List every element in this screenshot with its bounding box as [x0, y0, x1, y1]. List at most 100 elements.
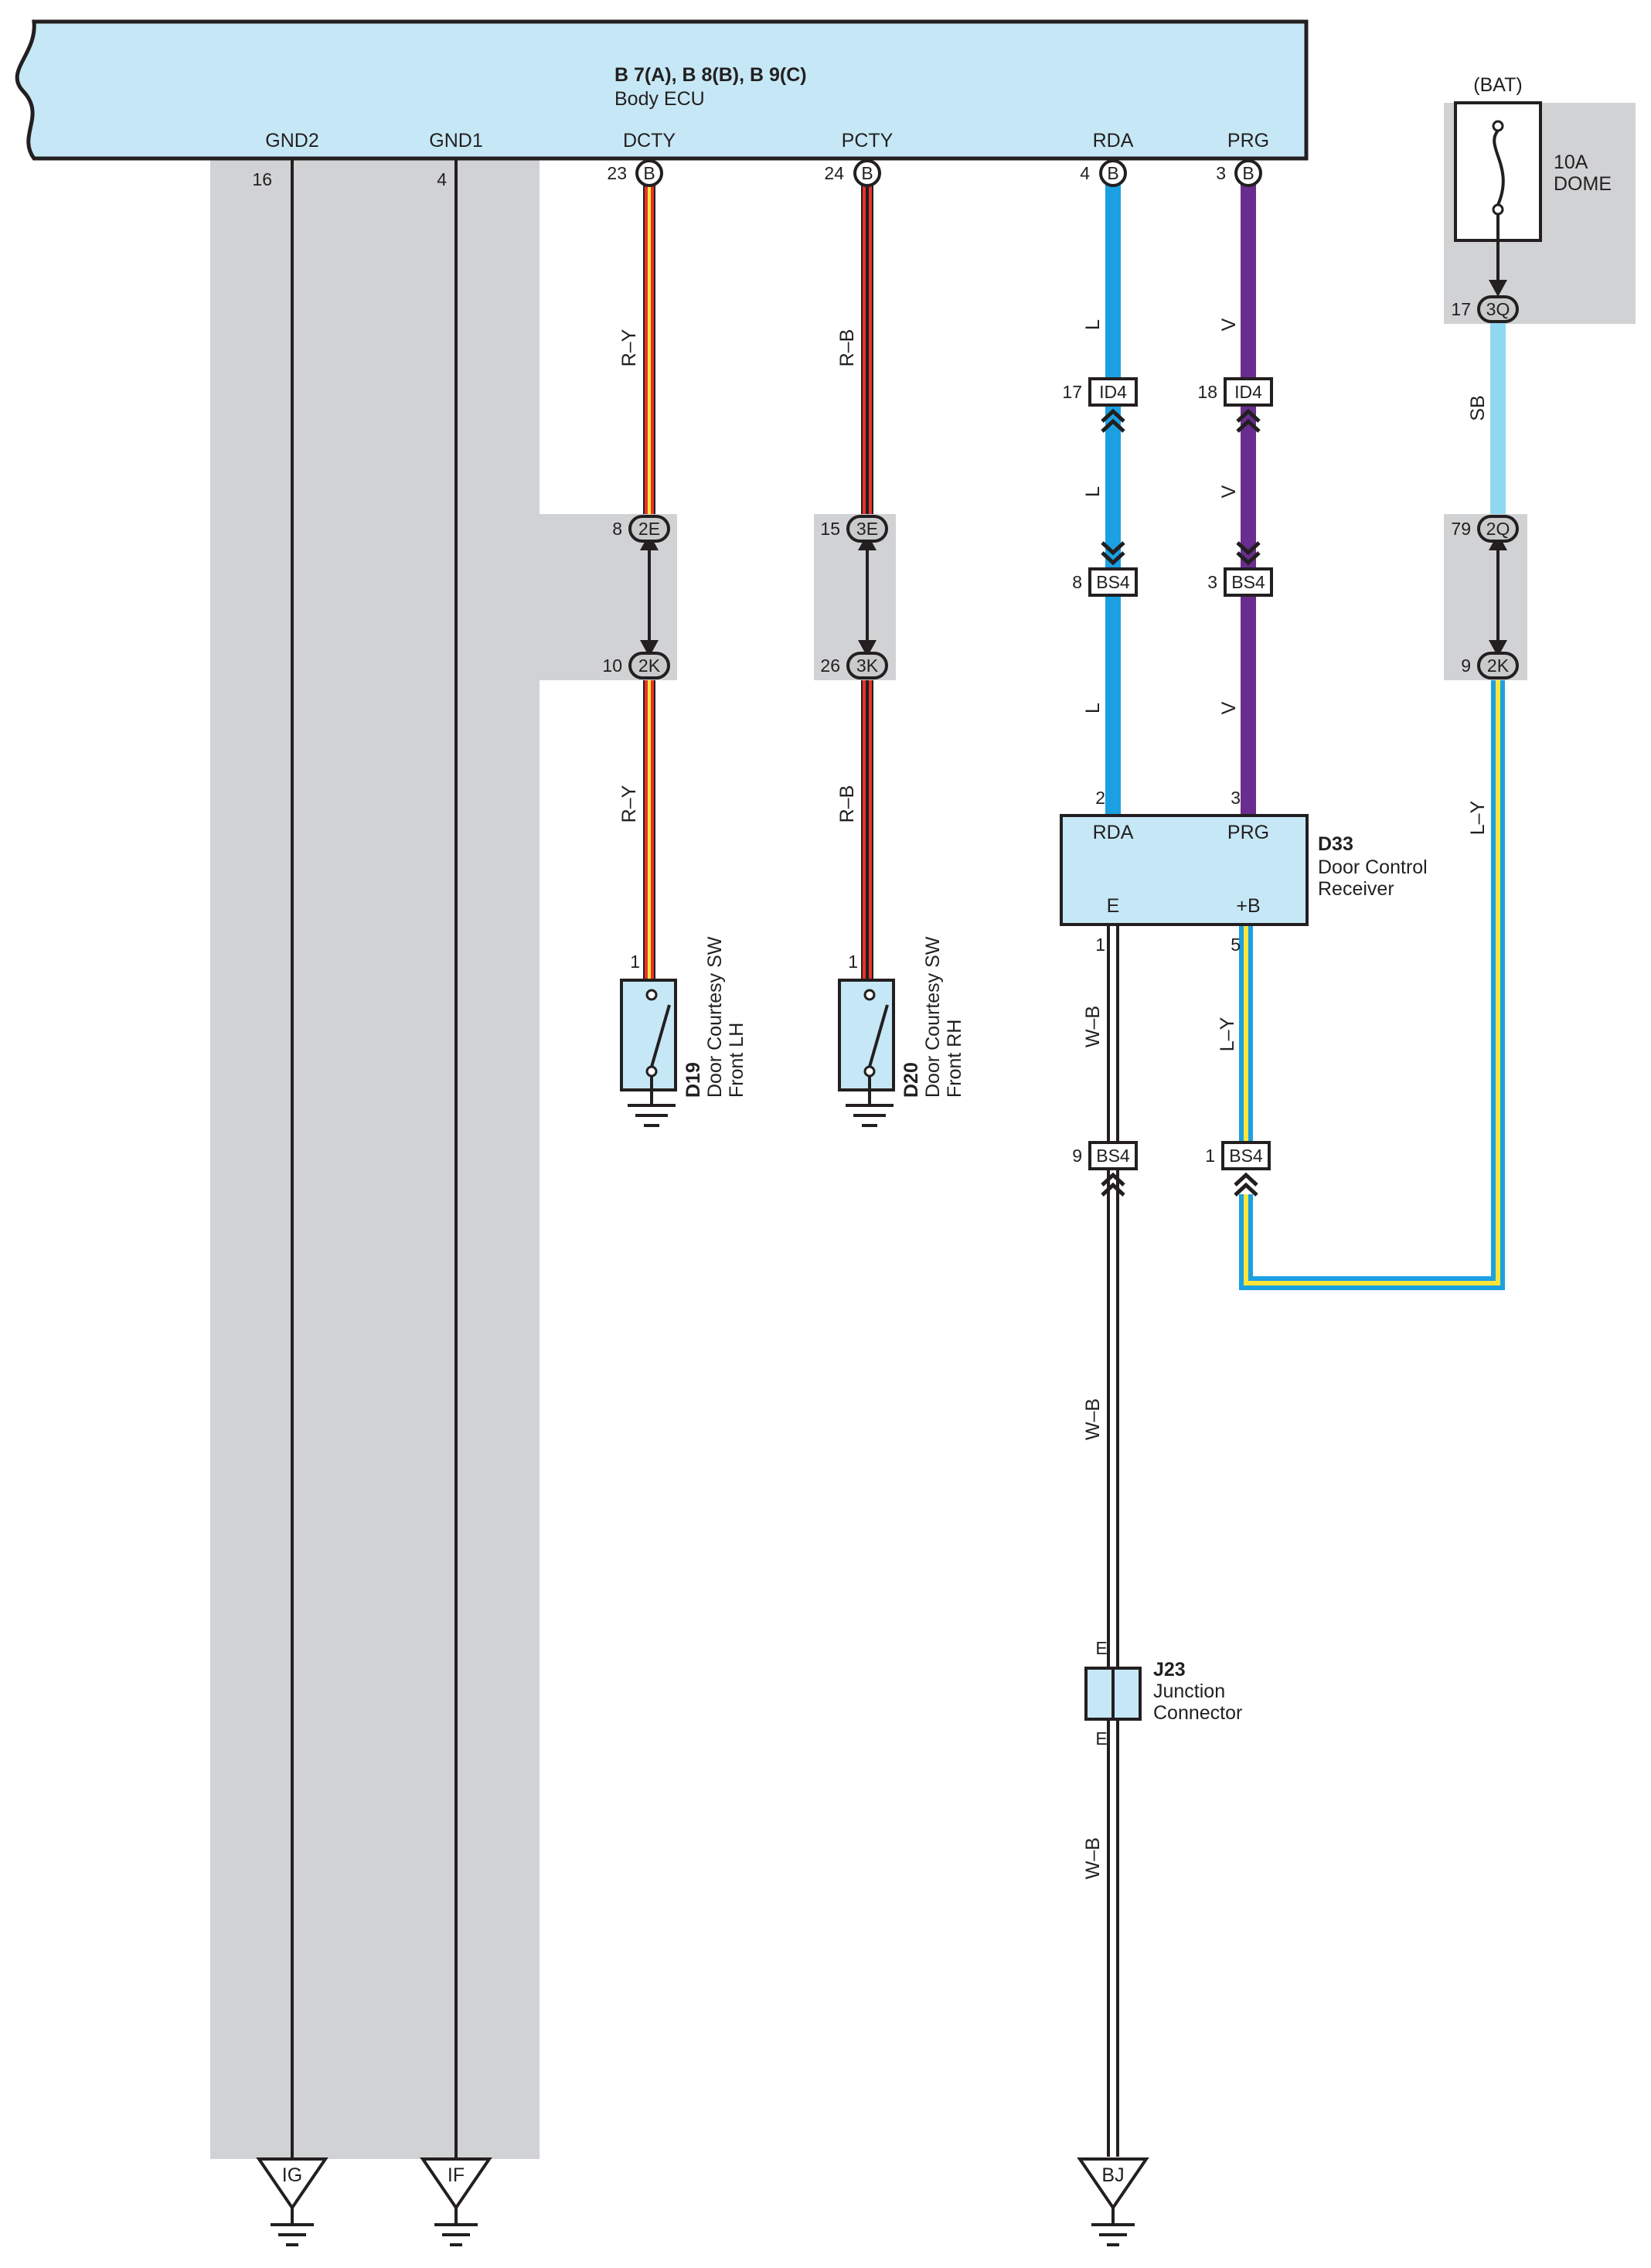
- terminal-pcty: PCTY: [842, 130, 894, 152]
- ground-bj: BJ: [1077, 2157, 1149, 2246]
- pin-gnd2: 16: [252, 169, 272, 189]
- ground-icon: [420, 2157, 492, 2211]
- ground-icon: [256, 2157, 328, 2211]
- svg-text:L: L: [1082, 486, 1104, 497]
- svg-text:BS4: BS4: [1096, 1146, 1130, 1166]
- svg-text:B: B: [643, 163, 655, 183]
- svg-text:2K: 2K: [638, 656, 661, 676]
- conn-bs4-rda: [1088, 567, 1138, 597]
- conn-b-rda: [1099, 159, 1127, 187]
- svg-text:10: 10: [602, 656, 622, 676]
- svg-text:B: B: [1107, 163, 1118, 183]
- svg-text:8: 8: [1072, 572, 1082, 592]
- ly-wire: [1239, 680, 1505, 1290]
- conn-2e: [628, 515, 670, 543]
- svg-text:D20: D20: [900, 1062, 922, 1098]
- body-ecu-box: [15, 19, 1309, 161]
- conn-bs4-e: [1088, 1141, 1138, 1170]
- svg-text:DOME: DOME: [1554, 173, 1612, 195]
- svg-text:Receiver: Receiver: [1318, 878, 1394, 900]
- pin-pcty: 24: [824, 163, 844, 183]
- svg-text:E: E: [1107, 895, 1120, 917]
- ground-ig: IG: [256, 2157, 328, 2246]
- svg-text:IF: IF: [448, 2164, 465, 2186]
- svg-text:17: 17: [1062, 382, 1082, 402]
- svg-text:3Q: 3Q: [1486, 299, 1510, 319]
- pin-dcty: 23: [607, 163, 627, 183]
- svg-text:18: 18: [1197, 382, 1217, 402]
- svg-text:26: 26: [820, 656, 840, 676]
- conn-2q: [1477, 515, 1519, 543]
- svg-text:R–Y: R–Y: [618, 785, 640, 822]
- svg-text:Front LH: Front LH: [726, 1023, 747, 1098]
- terminal-rda: RDA: [1093, 130, 1134, 152]
- svg-text:3E: 3E: [856, 519, 878, 539]
- pin-prg: 3: [1216, 163, 1226, 183]
- ground-icon: [1077, 2157, 1149, 2211]
- conn-id4-prg: [1224, 377, 1273, 407]
- svg-text:BS4: BS4: [1096, 572, 1130, 592]
- svg-text:PRG: PRG: [1227, 822, 1269, 843]
- svg-text:L–Y: L–Y: [1467, 800, 1489, 835]
- conn-2k: [628, 652, 670, 679]
- svg-text:R–B: R–B: [836, 329, 858, 367]
- wire-labels: R–Y R–Y R–B R–B L L L V V V SB L–Y L–Y W…: [618, 318, 1489, 1879]
- conn-bs4-b: [1221, 1141, 1271, 1170]
- j23-junction-connector: E E J23 Junction Connector: [1084, 1638, 1242, 1749]
- svg-text:L: L: [1082, 319, 1104, 330]
- conn-b-dcty: [635, 159, 663, 187]
- ground-wires: [291, 158, 458, 2171]
- svg-text:10A: 10A: [1554, 152, 1588, 173]
- svg-text:SB: SB: [1467, 395, 1489, 421]
- d19-door-courtesy-switch: 1 D19 Door Courtesy SW Front LH: [620, 936, 747, 1127]
- svg-text:E: E: [1095, 1638, 1107, 1658]
- svg-text:J23: J23: [1153, 1659, 1186, 1681]
- conn-3k: [846, 652, 888, 679]
- conn-3e: [846, 515, 888, 543]
- pcty-junction-shade: [814, 514, 896, 680]
- terminal-gnd1: GND1: [429, 130, 482, 152]
- svg-text:3K: 3K: [856, 656, 879, 676]
- svg-text:9: 9: [1072, 1146, 1082, 1166]
- svg-text:3: 3: [1231, 788, 1241, 808]
- conn-3q: [1477, 295, 1519, 323]
- svg-text:W–B: W–B: [1082, 1398, 1104, 1440]
- svg-text:2K: 2K: [1487, 656, 1510, 676]
- inline-connectors: ID4 17 ID4 18 BS4 8 BS4 3 BS4 9 BS4 1: [1062, 377, 1273, 1197]
- svg-text:V: V: [1218, 485, 1240, 498]
- svg-text:W–B: W–B: [1082, 1006, 1104, 1047]
- ground-if: IF: [420, 2157, 492, 2246]
- svg-text:Door Courtesy SW: Door Courtesy SW: [922, 936, 944, 1098]
- svg-text:1: 1: [848, 952, 858, 972]
- ground-bus-shade: [210, 158, 677, 2159]
- fuse-icon: [1493, 129, 1505, 206]
- fuse-10a-dome: (BAT) 10A DOME 3Q 17: [1451, 74, 1612, 323]
- svg-text:2Q: 2Q: [1486, 519, 1510, 539]
- svg-text:+B: +B: [1236, 895, 1260, 917]
- svg-text:L–Y: L–Y: [1217, 1017, 1238, 1051]
- svg-text:W–B: W–B: [1082, 1837, 1104, 1879]
- svg-text:(BAT): (BAT): [1473, 74, 1522, 96]
- conn-b-pcty: [853, 159, 881, 187]
- conn-b-prg: [1234, 159, 1262, 187]
- svg-text:IG: IG: [282, 2164, 302, 2186]
- conn-bs4-prg: [1224, 567, 1273, 597]
- svg-text:Junction: Junction: [1153, 1681, 1225, 1702]
- switch-icon: [650, 1004, 671, 1068]
- d33-door-control-receiver: RDA PRG E +B 2 3 1 5 D33 Door Control Re…: [1060, 788, 1428, 955]
- ecu-connector-circles: B B B B: [635, 159, 1262, 187]
- conn-id4-rda: [1088, 377, 1138, 407]
- svg-text:E: E: [1095, 1728, 1107, 1749]
- svg-text:V: V: [1218, 318, 1240, 331]
- svg-text:5: 5: [1231, 935, 1241, 955]
- svg-text:R–B: R–B: [836, 785, 858, 823]
- svg-text:Door Control: Door Control: [1318, 856, 1428, 878]
- svg-text:RDA: RDA: [1093, 822, 1134, 843]
- svg-text:ID4: ID4: [1099, 382, 1127, 402]
- svg-text:Connector: Connector: [1153, 1702, 1242, 1724]
- d33-box: [1060, 814, 1309, 926]
- svg-text:79: 79: [1451, 519, 1471, 539]
- svg-text:17: 17: [1451, 299, 1471, 319]
- svg-text:V: V: [1218, 701, 1240, 714]
- svg-text:BS4: BS4: [1229, 1146, 1263, 1166]
